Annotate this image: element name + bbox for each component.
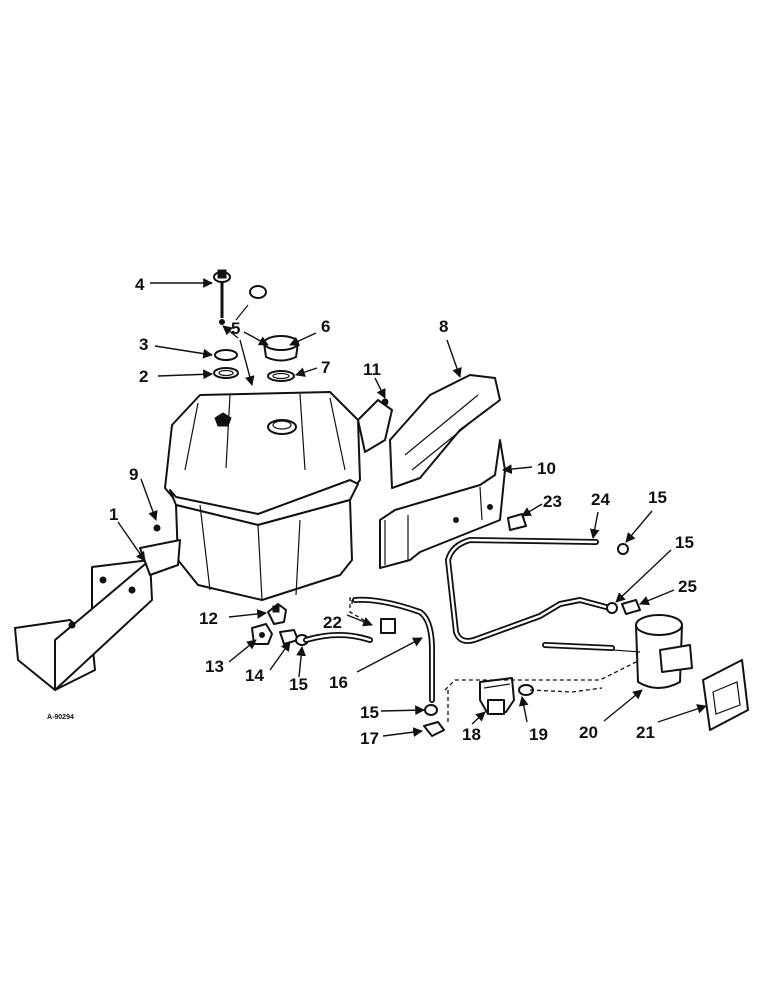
sender-plug: [235, 285, 267, 321]
fitting-lower: [424, 704, 438, 716]
pipe-clamp: [507, 513, 527, 531]
callout-21: 21: [636, 723, 655, 742]
callout-12: 12: [199, 609, 218, 628]
callout-1: 1: [109, 505, 118, 524]
nut: [617, 543, 629, 555]
callout-6: 6: [321, 317, 330, 336]
callout-20: 20: [579, 723, 598, 742]
fuel-filter: [479, 677, 515, 715]
nut-2: [606, 602, 618, 614]
callout-10: 10: [537, 459, 556, 478]
fuel-line: [352, 596, 435, 703]
callout-15-d: 15: [360, 703, 379, 722]
callout-15-a: 15: [648, 488, 667, 507]
callout-3: 3: [139, 335, 148, 354]
fuel-pump: [542, 614, 693, 689]
callout-24: 24: [591, 490, 610, 509]
callout-4: 4: [135, 275, 145, 294]
dashed-routing: [349, 597, 641, 722]
callout-14: 14: [245, 666, 264, 685]
filler-cap: [263, 335, 299, 362]
pump-bracket: [702, 659, 749, 731]
cover-plate: [357, 398, 393, 453]
callout-5: 5: [231, 319, 240, 338]
callout-leaders: [117, 278, 707, 737]
tank-sender-unit: [213, 269, 231, 325]
callout-2: 2: [139, 367, 148, 386]
fuel-pipe: [445, 537, 609, 644]
callout-17: 17: [360, 729, 379, 748]
callout-19: 19: [529, 725, 548, 744]
callout-15-c: 15: [289, 675, 308, 694]
callout-15-b: 15: [675, 533, 694, 552]
shutoff-valve: [267, 603, 287, 625]
callout-labels: 1 2 3 4 5 6 7 8 9 10 11 12 13 14 15 15 1…: [47, 275, 697, 748]
bolt: [153, 524, 161, 532]
hose-left: [303, 632, 373, 643]
connector: [423, 721, 445, 737]
callout-11: 11: [363, 360, 381, 379]
callout-25: 25: [678, 577, 697, 596]
fuel-tank: [164, 391, 361, 601]
heat-shield: [389, 374, 501, 489]
callout-7: 7: [321, 358, 330, 377]
gasket-ring: [213, 367, 239, 379]
callout-9: 9: [129, 465, 138, 484]
callout-8: 8: [439, 317, 448, 336]
connector-fitting: [621, 599, 641, 615]
callout-23: 23: [543, 492, 562, 511]
callout-18: 18: [462, 725, 481, 744]
cap-gasket: [267, 370, 295, 382]
tank-support-bracket: [14, 539, 181, 691]
callout-22: 22: [323, 613, 342, 632]
gasket: [214, 349, 238, 361]
callout-13: 13: [205, 657, 224, 676]
callout-16: 16: [329, 673, 348, 692]
figure-id: A-90294: [47, 714, 74, 721]
fitting: [279, 629, 309, 646]
